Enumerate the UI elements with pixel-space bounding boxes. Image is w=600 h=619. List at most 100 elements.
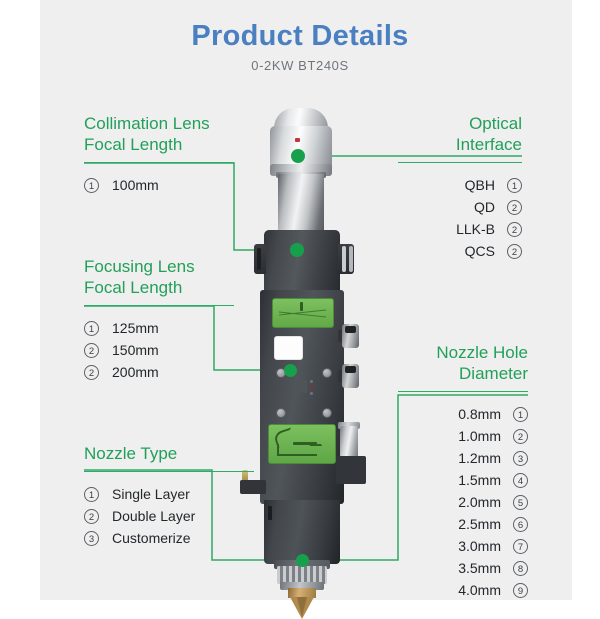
list-item: 2.5mm 6 xyxy=(398,513,528,535)
white-label-sticker xyxy=(274,336,303,360)
item-number: 1 xyxy=(84,177,99,193)
item-number: 1 xyxy=(507,177,522,193)
collimation-lens-point xyxy=(290,243,304,257)
list-item: 0.8mm 1 xyxy=(398,403,528,425)
item-number: 9 xyxy=(513,582,528,598)
leader-nozzle-type xyxy=(84,469,302,561)
item-number: 7 xyxy=(513,538,528,554)
infographic-stage: Product Details 0-2KW BT240S xyxy=(40,0,600,619)
item-label: LLK-B xyxy=(456,221,495,237)
list-item: LLK-B 2 xyxy=(398,218,522,240)
callout-heading: Collimation Lens Focal Length xyxy=(84,114,210,154)
upper-body xyxy=(264,230,340,294)
item-label: 4.0mm xyxy=(458,582,501,598)
item-number: 3 xyxy=(513,450,528,466)
chrome-barrel xyxy=(278,174,324,236)
lower-green-panel xyxy=(268,424,336,464)
focus-adjust-block xyxy=(294,380,307,393)
indicator-led xyxy=(310,380,313,383)
callout-focusing-lens: Focusing Lens Focal Length 1 125mm 2 150… xyxy=(84,256,234,383)
page-title: Product Details xyxy=(191,20,409,52)
nozzle-point xyxy=(296,554,309,567)
item-label: Single Layer xyxy=(112,486,190,502)
item-label: 2.5mm xyxy=(458,516,501,532)
clamp-screw-a xyxy=(342,246,346,272)
item-label: Double Layer xyxy=(112,508,196,524)
item-number: 1 xyxy=(513,406,528,422)
leader-focusing xyxy=(84,305,290,371)
item-number: 1 xyxy=(84,320,99,336)
list-item: 1 100mm xyxy=(84,174,234,196)
list-item: 3.0mm 7 xyxy=(398,535,528,557)
gas-port-lower xyxy=(342,364,359,388)
callout-items: 1 125mm 2 150mm 2 200mm xyxy=(84,317,234,383)
lower-body xyxy=(264,500,340,564)
callout-items: 0.8mm 1 1.0mm 2 1.2mm 3 1.5mm 4 2.0mm 5 … xyxy=(398,403,528,601)
item-label: QD xyxy=(474,199,495,215)
callout-heading: Nozzle Type xyxy=(84,444,178,463)
list-item: 1 Single Layer xyxy=(84,483,254,505)
item-number: 2 xyxy=(84,342,99,358)
callout-items: 1 Single Layer 2 Double Layer 3 Customer… xyxy=(84,483,254,549)
callout-optical-interface: Optical Interface QBH 1 QD 2 LLK-B 2 QCS… xyxy=(398,113,522,262)
callout-items: QBH 1 QD 2 LLK-B 2 QCS 2 xyxy=(398,174,522,262)
item-number: 2 xyxy=(507,221,522,237)
item-label: 1.2mm xyxy=(458,450,501,466)
callout-rule xyxy=(84,471,254,472)
nozzle-lower-collar xyxy=(280,582,324,590)
item-label: 0.8mm xyxy=(458,406,501,422)
upper-green-panel xyxy=(272,298,334,328)
bolt-head xyxy=(322,408,332,418)
focusing-lens-point xyxy=(284,364,297,377)
brass-fitting-pin xyxy=(242,470,248,482)
list-item: 2 150mm xyxy=(84,339,234,361)
nozzle-knurled-collar xyxy=(277,566,327,584)
alignment-marker-icon xyxy=(295,138,300,142)
item-label: 3.5mm xyxy=(458,560,501,576)
item-label: 150mm xyxy=(112,342,159,358)
item-number: 1 xyxy=(84,486,99,502)
list-item: 2 Double Layer xyxy=(84,505,254,527)
body-notch xyxy=(268,506,272,520)
item-number: 2 xyxy=(84,508,99,524)
cylinder-cap xyxy=(338,422,360,429)
item-number: 2 xyxy=(507,243,522,259)
clamp-screw-b xyxy=(349,246,353,272)
page-subtitle: 0-2KW BT240S xyxy=(251,58,349,73)
callout-collimation-lens: Collimation Lens Focal Length 1 100mm xyxy=(84,113,234,196)
callout-nozzle-hole-diameter: Nozzle Hole Diameter 0.8mm 1 1.0mm 2 1.2… xyxy=(398,342,528,601)
callout-rule xyxy=(84,305,234,306)
nozzle-tip-base xyxy=(288,588,316,598)
item-number: 2 xyxy=(507,199,522,215)
callout-items: 1 100mm xyxy=(84,174,234,196)
item-number: 4 xyxy=(513,472,528,488)
list-item: QCS 2 xyxy=(398,240,522,262)
item-label: QCS xyxy=(464,243,495,259)
bolt-head xyxy=(322,368,332,378)
item-label: Customerize xyxy=(112,530,191,546)
list-item: 2 200mm xyxy=(84,361,234,383)
callout-heading: Optical Interface xyxy=(455,114,522,154)
cylinder-base xyxy=(336,456,366,484)
item-number: 5 xyxy=(513,494,528,510)
item-label: 125mm xyxy=(112,320,159,336)
callout-rule xyxy=(84,162,234,163)
item-label: 200mm xyxy=(112,364,159,380)
right-white-margin xyxy=(572,0,600,600)
list-item: QBH 1 xyxy=(398,174,522,196)
list-item: 4.0mm 9 xyxy=(398,579,528,601)
bolt-head xyxy=(276,408,286,418)
item-label: 1.5mm xyxy=(458,472,501,488)
left-clamp-slot xyxy=(257,248,261,270)
item-label: 2.0mm xyxy=(458,494,501,510)
nozzle-tip-inner xyxy=(297,597,307,617)
item-label: 1.0mm xyxy=(458,428,501,444)
side-cylinder xyxy=(340,426,358,462)
callout-heading: Focusing Lens Focal Length xyxy=(84,257,195,297)
callout-heading: Nozzle Hole Diameter xyxy=(436,343,528,383)
item-label: 3.0mm xyxy=(458,538,501,554)
list-item: 1.2mm 3 xyxy=(398,447,528,469)
indicator-led xyxy=(310,386,313,389)
left-fitting xyxy=(240,480,266,494)
callout-nozzle-type: Nozzle Type 1 Single Layer 2 Double Laye… xyxy=(84,443,254,549)
